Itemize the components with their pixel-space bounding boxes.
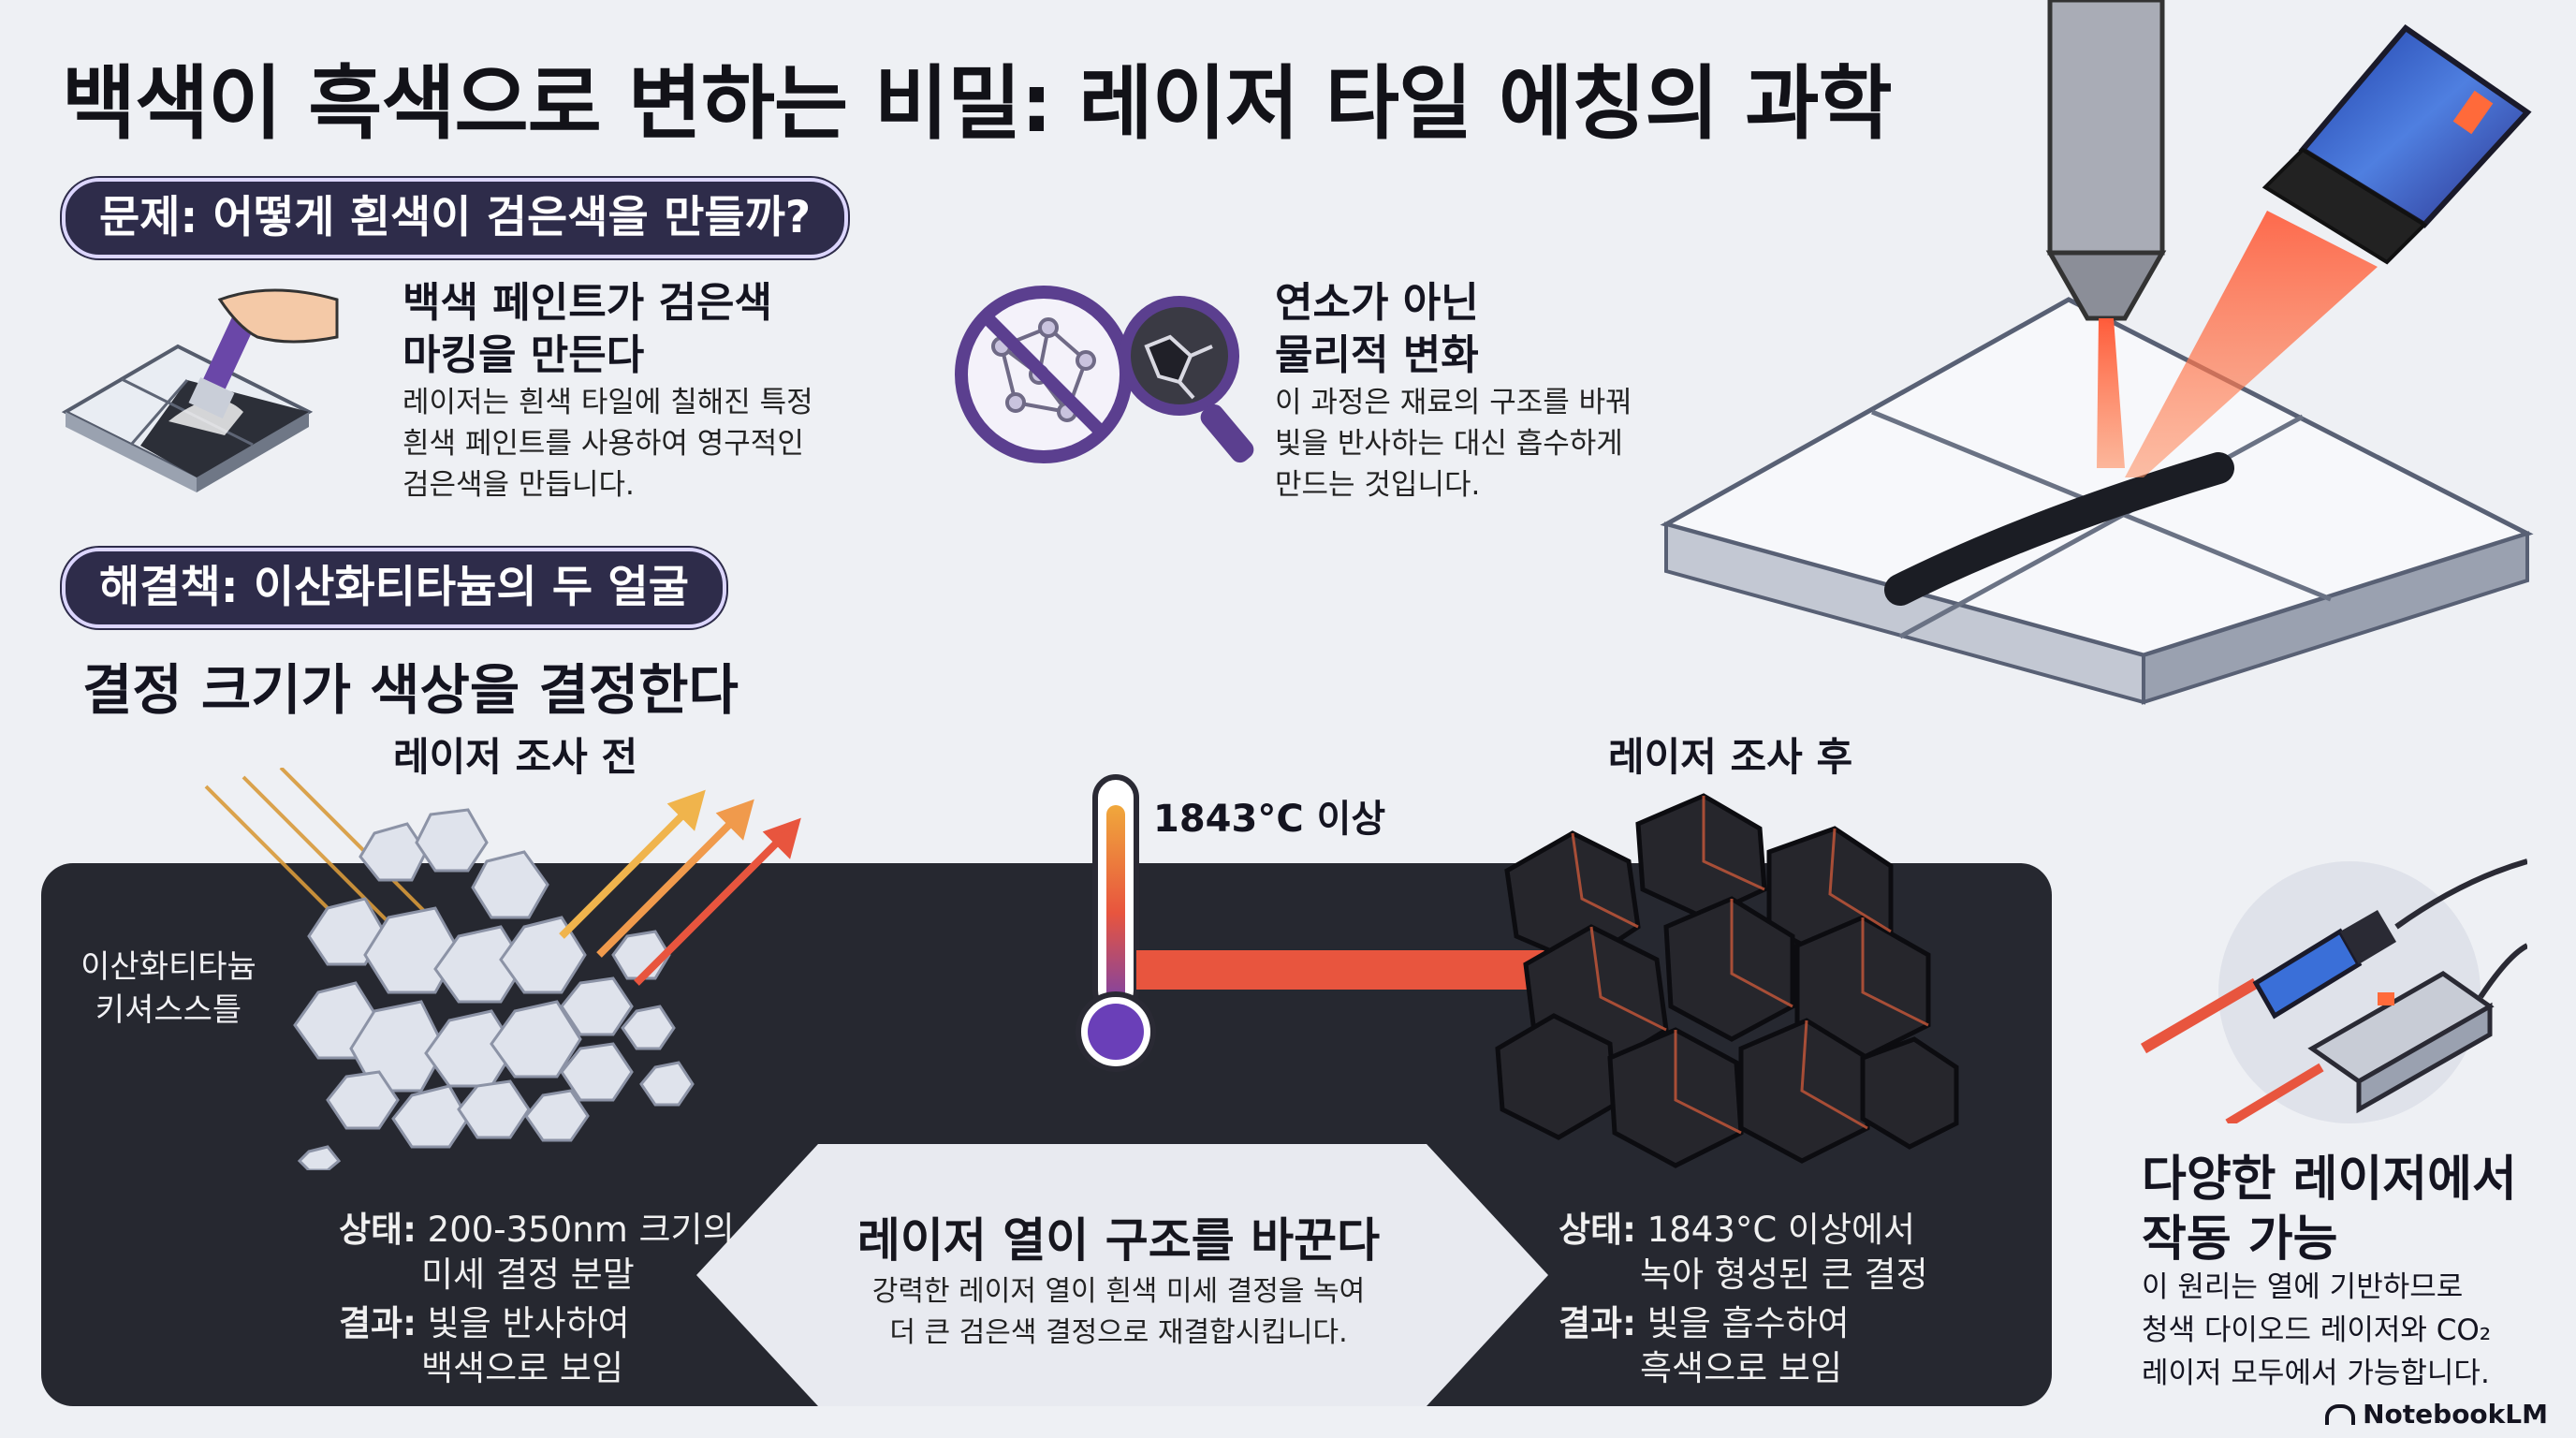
after-state-line-1: 상태: 1843°C 이상에서 (1559, 1208, 1915, 1253)
before-result-line-1: 결과: 빛을 반사하여 (339, 1301, 630, 1346)
before-result-key: 결과: (339, 1303, 417, 1343)
before-laser-label: 레이저 조사 전 (393, 734, 638, 780)
before-state-value-2: 미세 결정 분말 (421, 1255, 635, 1295)
crystal-label: 이산화티타늄 키셔스스틀 (66, 946, 271, 1032)
middle-title: 레이저 열이 구조를 바꾼다 (856, 1213, 1381, 1268)
branding-label: NotebookLM (2363, 1399, 2548, 1430)
problem-pill: 문제: 어떻게 흰색이 검은색을 만들까? (62, 178, 849, 258)
after-state-key: 상태: (1559, 1210, 1636, 1250)
middle-body-line-2: 더 큰 검은색 결정으로 재결합시킵니다. (889, 1316, 1348, 1349)
card-physical-change-body: 이 과정은 재료의 구조를 바꿔 빛을 반사하는 대신 흡수하게 만드는 것입니… (1275, 386, 1632, 502)
solution-subtitle: 결정 크기가 색상을 결정한다 (82, 658, 739, 722)
card-white-paint-title: 백색 페인트가 검은색 마킹을 만든다 (402, 279, 772, 379)
middle-body-line-1: 강력한 레이저 열이 흰색 미세 결정을 녹여 (871, 1275, 1366, 1308)
middle-arrow-band (696, 1144, 1548, 1406)
solution-pill: 해결책: 이산화티타늄의 두 얼굴 (62, 548, 727, 628)
crystal-label-line-1: 이산화티타늄 (80, 948, 256, 986)
notebooklm-logo-icon (2325, 1403, 2356, 1425)
after-laser-label: 레이저 조사 후 (1608, 734, 1853, 780)
before-state-line-1: 상태: 200-350nm 크기의 (339, 1208, 735, 1253)
lasers-title: 다양한 레이저에서 작동 가능 (2142, 1152, 2517, 1268)
laser-etching-tile-illustration (1660, 0, 2534, 705)
paint-brush-illustration (61, 288, 339, 492)
after-result-value-2: 흑색으로 보임 (1640, 1348, 1843, 1388)
before-state-key: 상태: (339, 1210, 417, 1250)
page-title: 백색이 흑색으로 변하는 비밀: 레이저 타일 에칭의 과학 (62, 57, 1893, 151)
lasers-body-line-1: 이 원리는 열에 기반하므로 (2142, 1270, 2464, 1304)
branding: NotebookLM (2325, 1399, 2548, 1430)
crystal-label-line-2: 키셔스스틀 (95, 991, 242, 1029)
white-microcrystals-illustration (204, 768, 801, 1170)
no-burning-magnifier-icon (955, 286, 1254, 463)
thermometer-icon (1076, 774, 1582, 1072)
before-result-value-2: 백색으로 보임 (421, 1348, 624, 1388)
after-state-value-2: 녹아 형성된 큰 결정 (1640, 1255, 1928, 1295)
card-white-paint-body: 레이저는 흰색 타일에 칠해진 특정 흰색 페인트를 사용하여 영구적인 검은색… (402, 386, 813, 502)
card-physical-change-title: 연소가 아닌 물리적 변화 (1275, 279, 1479, 379)
laser-devices-icon (2140, 858, 2527, 1123)
after-state-value-1: 1843°C 이상에서 (1647, 1210, 1916, 1250)
lasers-body-line-3: 레이저 모두에서 가능합니다. (2142, 1357, 2490, 1390)
before-result-value-1: 빛을 반사하여 (427, 1303, 630, 1343)
temperature-label: 1843°C 이상 (1153, 798, 1386, 841)
after-result-value-1: 빛을 흡수하여 (1647, 1303, 1850, 1343)
before-state-value-1: 200-350nm 크기의 (427, 1210, 735, 1250)
lasers-body-line-2: 청색 다이오드 레이저와 CO₂ (2142, 1313, 2492, 1347)
after-result-key: 결과: (1559, 1303, 1636, 1343)
black-large-crystals-illustration (1495, 793, 1959, 1168)
after-result-line-1: 결과: 빛을 흡수하여 (1559, 1301, 1850, 1346)
